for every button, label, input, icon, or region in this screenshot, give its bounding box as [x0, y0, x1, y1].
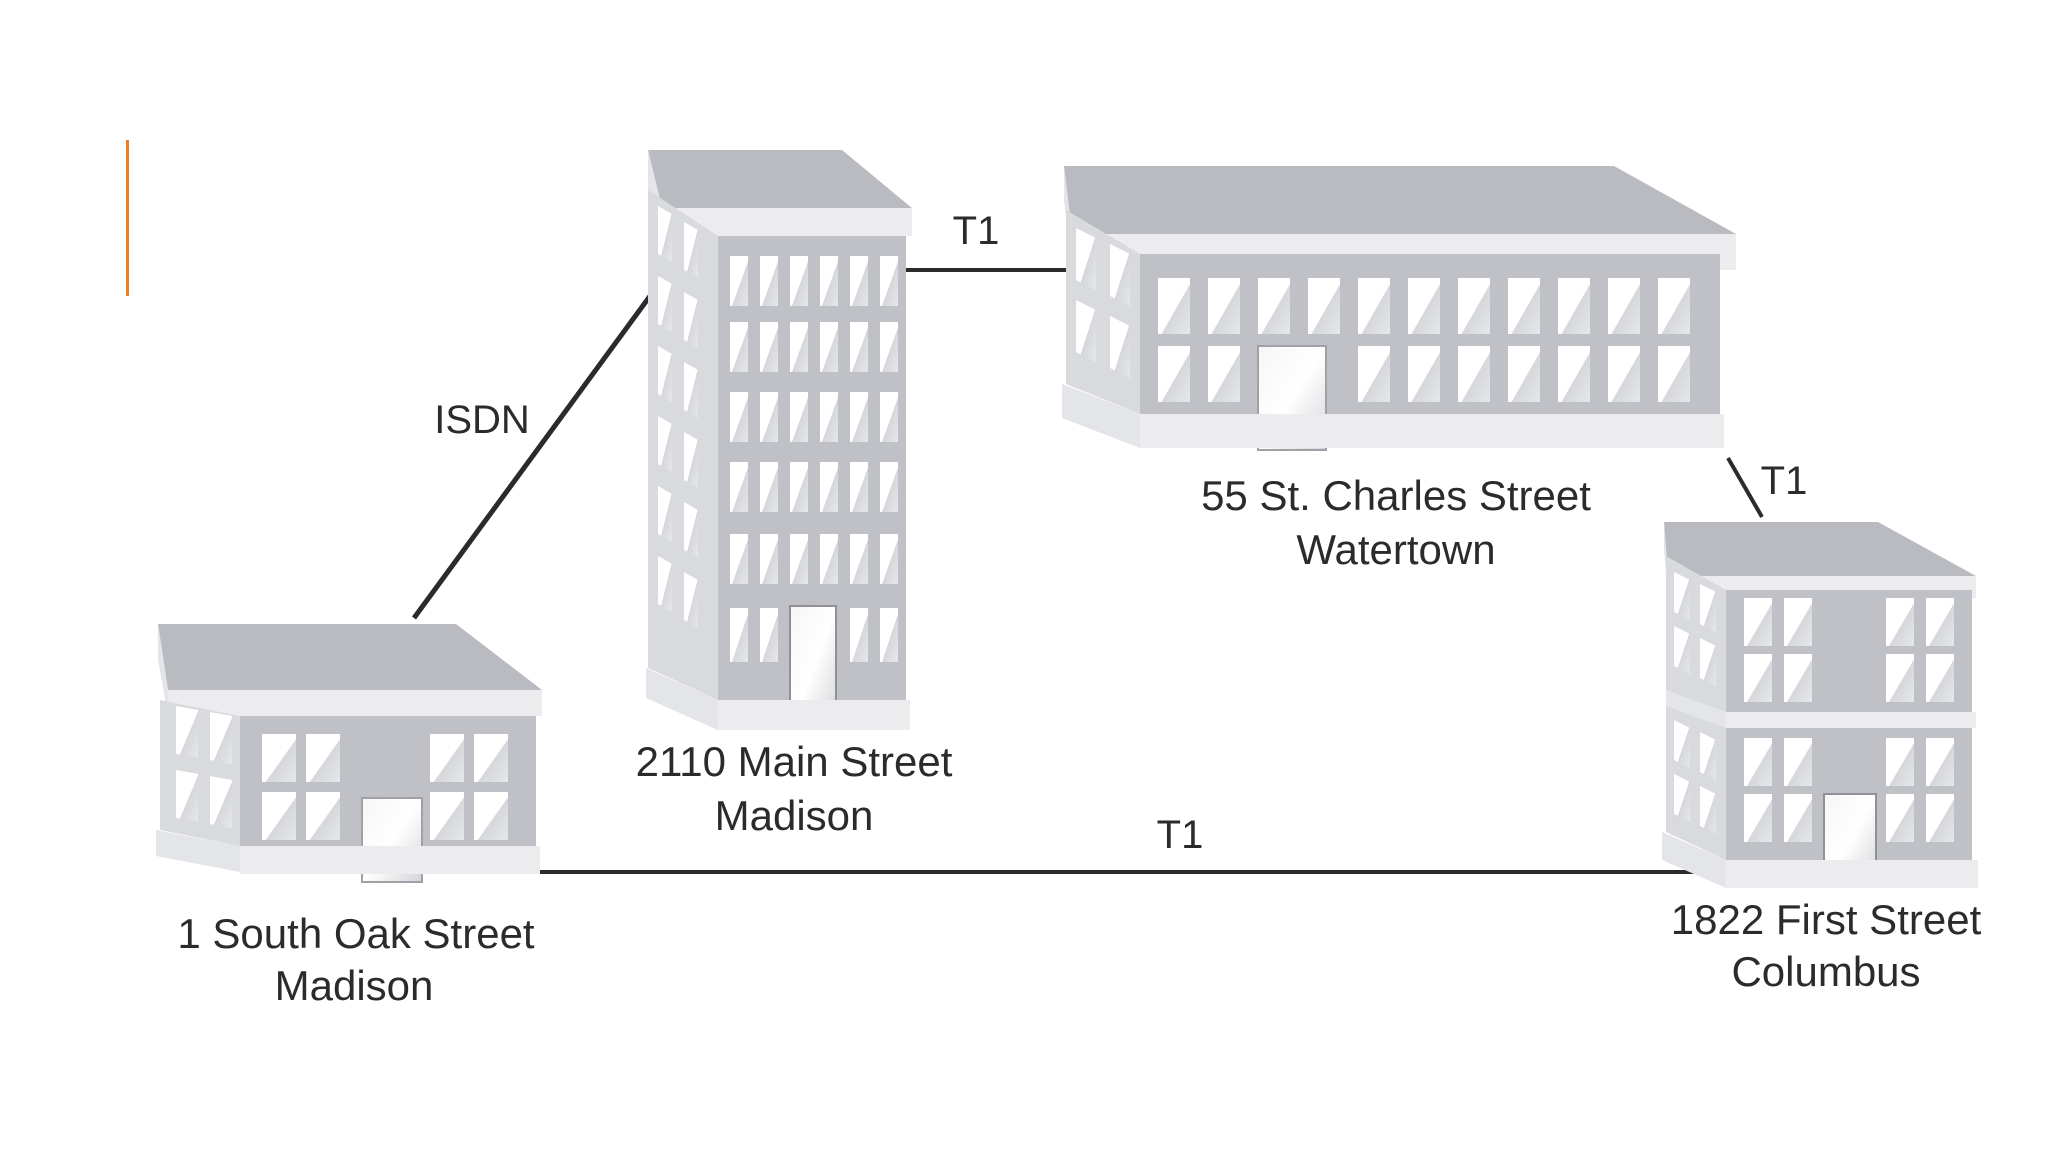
building-icon: [1662, 522, 1978, 888]
link-label-t1-main-charles: T1: [953, 209, 1000, 253]
site-city: Watertown: [1296, 526, 1495, 573]
link-line-isdn: [414, 296, 650, 618]
site-address: 2110 Main Street: [636, 738, 953, 785]
link-label-t1-charles-first: T1: [1761, 459, 1808, 503]
site-label-first-street: 1822 First Street Columbus: [1671, 896, 1982, 995]
link-label-isdn: ISDN: [434, 398, 530, 442]
site-label-st-charles: 55 St. Charles Street Watertown: [1201, 472, 1591, 573]
site-address: 55 St. Charles Street: [1201, 472, 1591, 519]
link-label-t1-oak-first: T1: [1157, 813, 1204, 857]
accent-bar: [126, 140, 129, 296]
site-city: Columbus: [1731, 948, 1920, 995]
site-city: Madison: [715, 792, 874, 839]
building-icon: [1062, 166, 1736, 450]
site-label-south-oak: 1 South Oak Street Madison: [177, 910, 535, 1009]
site-address: 1 South Oak Street: [177, 910, 535, 957]
building-icon: [156, 624, 542, 882]
site-label-main-street: 2110 Main Street Madison: [636, 738, 953, 839]
link-line-t1-charles-first: [1728, 458, 1762, 517]
site-city: Madison: [275, 962, 434, 1009]
building-icon: [646, 150, 912, 730]
site-address: 1822 First Street: [1671, 896, 1982, 943]
